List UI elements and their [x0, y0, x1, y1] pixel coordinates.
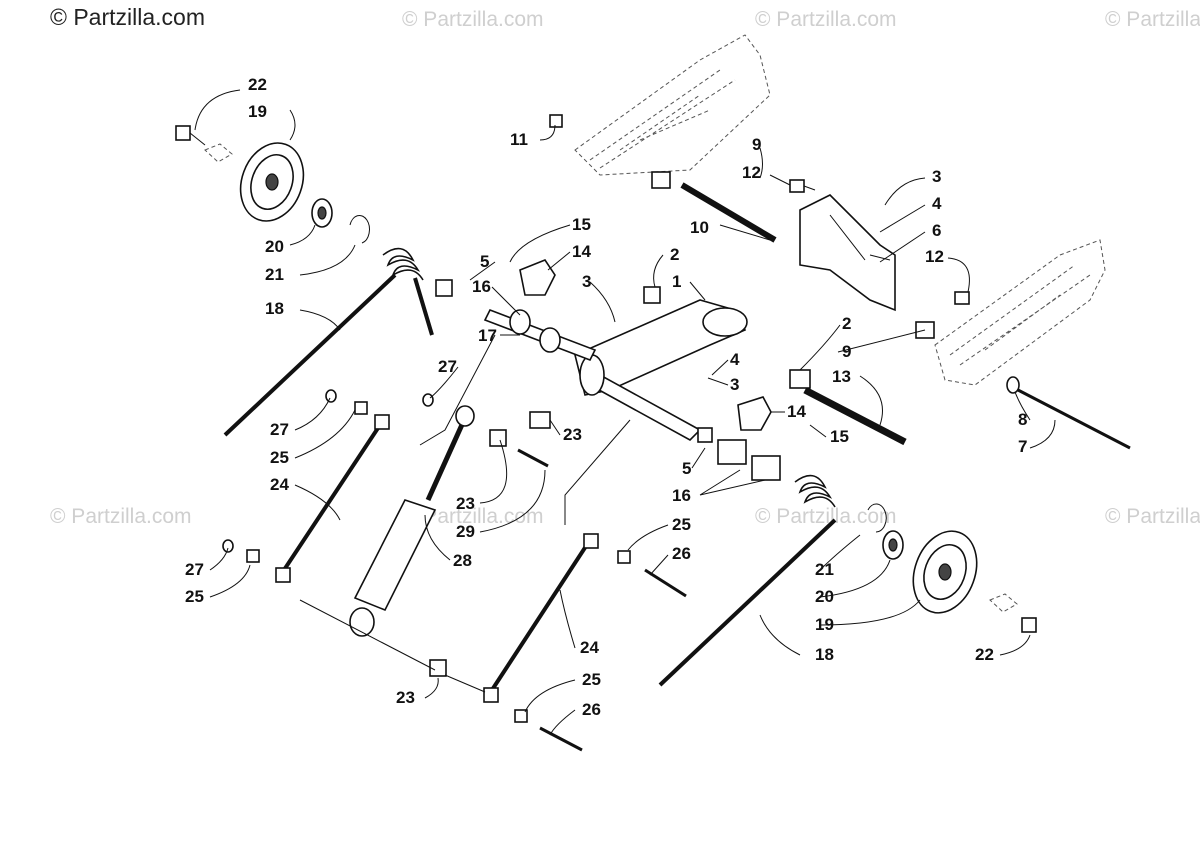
callout-4: 4 — [730, 350, 740, 369]
callout-26: 26 — [672, 544, 691, 563]
callout-25: 25 — [270, 448, 289, 467]
callout-4: 4 — [932, 194, 942, 213]
callout-12: 12 — [925, 247, 944, 266]
callout-2: 2 — [842, 314, 851, 333]
right-bolt — [1021, 617, 1037, 633]
callout-11: 11 — [510, 130, 528, 149]
right-idler-wheel — [912, 530, 978, 614]
callout-18: 18 — [265, 299, 284, 318]
left-bearing — [311, 198, 333, 228]
rocker-shaft-13 — [789, 369, 907, 446]
callout-15: 15 — [572, 215, 591, 234]
callout-7: 7 — [1018, 437, 1027, 456]
partzilla-watermark: © Partzilla.com — [50, 4, 205, 30]
callout-3: 3 — [582, 272, 591, 291]
callout-labels: 22 19 20 21 18 11 9 12 10 3 4 6 12 15 14… — [185, 75, 1027, 719]
callout-20: 20 — [815, 587, 834, 606]
callout-6: 6 — [932, 221, 941, 240]
callout-26: 26 — [582, 700, 601, 719]
left-snap-ring — [349, 214, 370, 244]
right-bearing — [882, 530, 904, 560]
callout-27: 27 — [270, 420, 289, 439]
callout-22: 22 — [975, 645, 994, 664]
callout-24: 24 — [270, 475, 289, 494]
left-bolt — [175, 125, 206, 146]
right-link-rod — [483, 533, 599, 703]
ghost-watermark: © Partzilla.com — [50, 505, 192, 528]
ghost-watermark: © Partzilla.com — [755, 8, 897, 31]
callout-27: 27 — [438, 357, 457, 376]
callout-3: 3 — [932, 167, 941, 186]
shock-mount-bracket — [799, 194, 896, 312]
rubber-stops — [519, 259, 772, 431]
left-rail-outline — [574, 34, 771, 176]
callout-19: 19 — [815, 615, 834, 634]
callout-21: 21 — [265, 265, 284, 284]
leader-lines — [194, 89, 1056, 736]
callout-20: 20 — [265, 237, 284, 256]
right-washer — [989, 593, 1018, 613]
left-idler-wheel — [239, 142, 305, 222]
right-rail-outline — [934, 239, 1106, 386]
main-pivot-shaft — [483, 308, 597, 362]
ghost-watermark: © Partzilla.com — [402, 8, 544, 31]
right-torsion-spring — [658, 474, 837, 687]
callout-21: 21 — [815, 560, 834, 579]
callout-24: 24 — [580, 638, 599, 657]
callout-13: 13 — [832, 367, 851, 386]
ghost-watermark: © Partzilla.com — [1105, 8, 1200, 31]
callout-14: 14 — [787, 402, 806, 421]
callout-3: 3 — [730, 375, 739, 394]
rocker-arm — [574, 299, 748, 441]
left-washer — [204, 143, 233, 163]
callout-10: 10 — [690, 218, 709, 237]
left-torsion-spring — [223, 247, 434, 437]
callout-23: 23 — [456, 494, 475, 513]
callout-14: 14 — [572, 242, 591, 261]
ghost-watermark: © Partzilla.com — [1105, 505, 1200, 528]
upper-rear-shaft — [680, 182, 777, 243]
callout-5: 5 — [480, 252, 489, 271]
callout-23: 23 — [396, 688, 415, 707]
callout-25: 25 — [672, 515, 691, 534]
small-spacers-and-bolts — [222, 389, 687, 752]
callout-12: 12 — [742, 163, 761, 182]
ghost-watermark: © Partzilla.com — [402, 505, 544, 528]
lower-front-spacers — [529, 411, 781, 481]
upper-bolts — [549, 114, 970, 305]
callout-29: 29 — [456, 522, 475, 541]
callout-17: 17 — [478, 326, 497, 345]
callout-9: 9 — [752, 135, 761, 154]
long-through-bolt — [1006, 376, 1131, 450]
callout-18: 18 — [815, 645, 834, 664]
callout-19: 19 — [248, 102, 267, 121]
callout-25: 25 — [185, 587, 204, 606]
callout-22: 22 — [248, 75, 267, 94]
callout-1: 1 — [672, 272, 681, 291]
callout-25: 25 — [582, 670, 601, 689]
callout-16: 16 — [472, 277, 491, 296]
callout-28: 28 — [453, 551, 472, 570]
callout-27: 27 — [185, 560, 204, 579]
callout-16: 16 — [672, 486, 691, 505]
callout-23: 23 — [563, 425, 582, 444]
left-link-rod — [275, 414, 390, 583]
callout-9: 9 — [842, 342, 851, 361]
right-snap-ring — [867, 503, 887, 533]
callout-15: 15 — [830, 427, 849, 446]
ghost-watermark: © Partzilla.com — [755, 505, 897, 528]
callout-2: 2 — [670, 245, 679, 264]
callout-5: 5 — [682, 459, 691, 478]
callout-8: 8 — [1018, 410, 1027, 429]
